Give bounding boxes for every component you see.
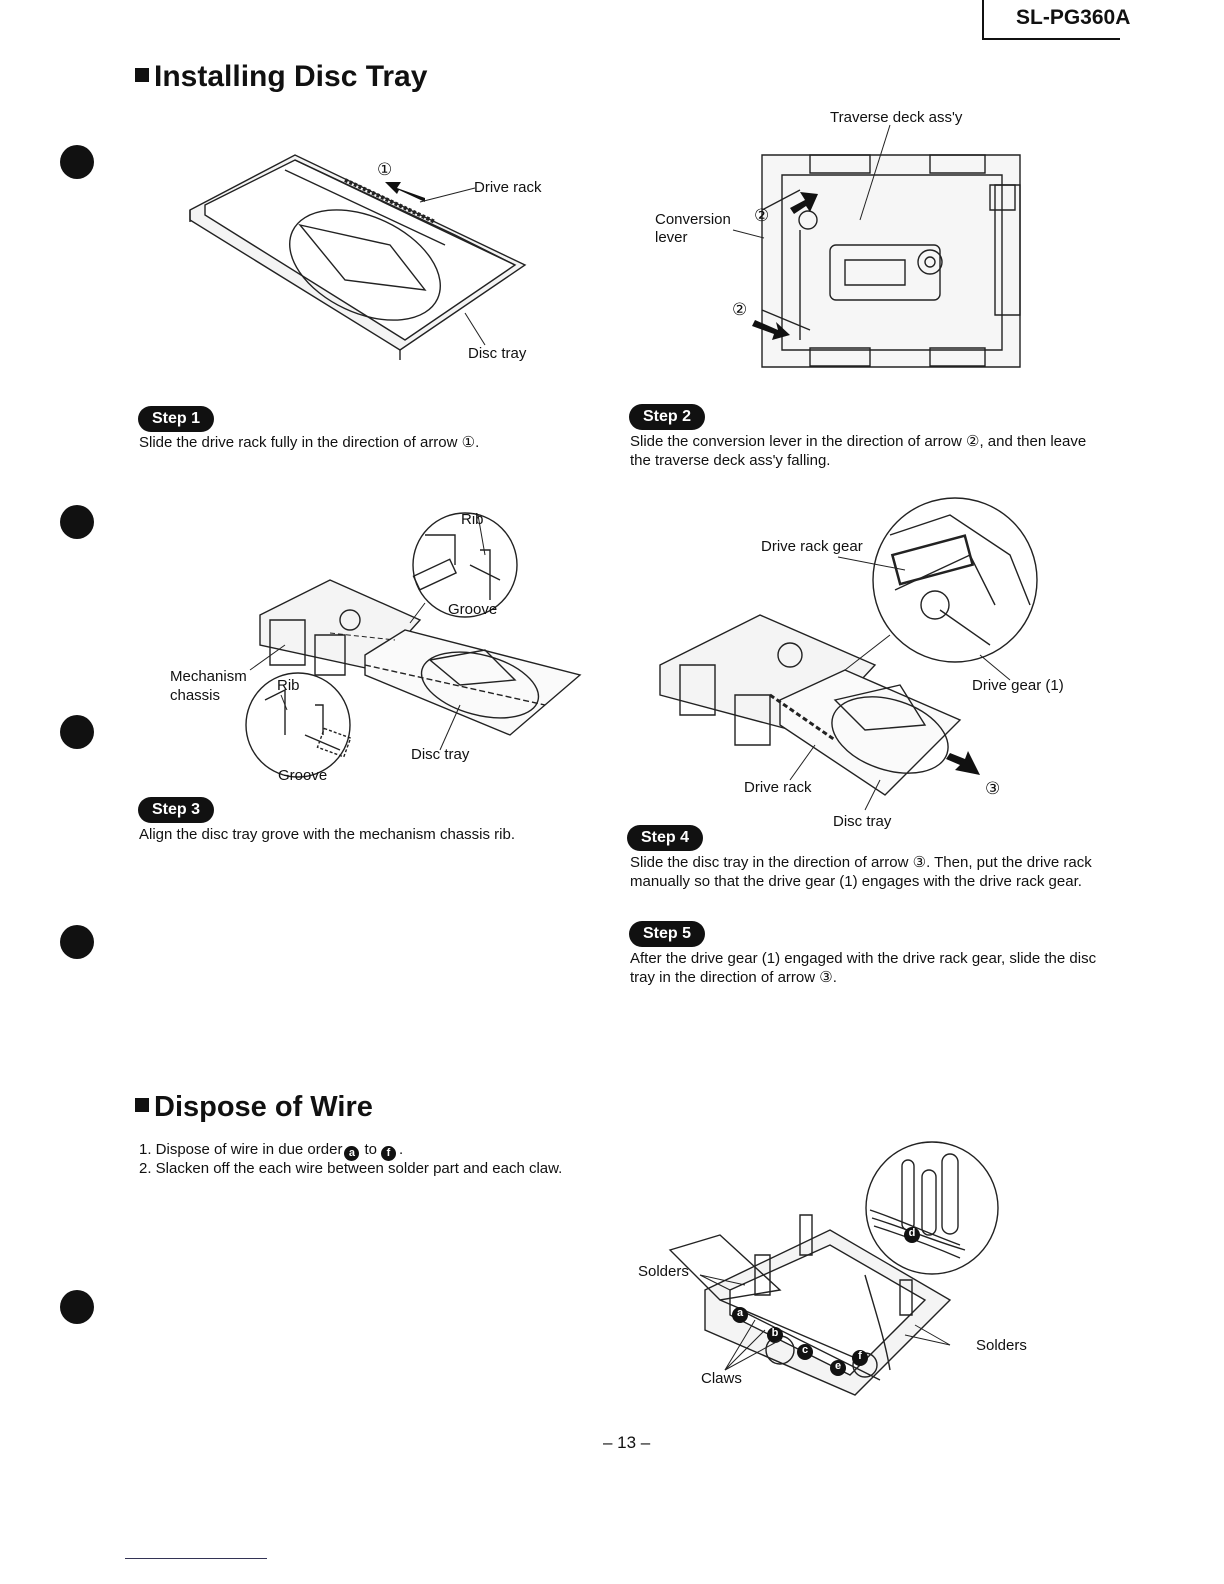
step3-badge: Step 3 — [138, 797, 215, 823]
arrow-2b-icon — [752, 320, 790, 340]
label-conversion: Conversion — [655, 211, 731, 228]
section-title-wire: Dispose of Wire — [135, 1091, 373, 1124]
label-lever: lever — [655, 229, 688, 246]
label-drive-rack-gear: Drive rack gear — [761, 538, 863, 555]
step5-text: After the drive gear (1) engaged with th… — [630, 950, 1097, 986]
wire-item-2: 2. Slacken off the each wire between sol… — [139, 1160, 563, 1177]
figure-wire-disposal — [660, 1140, 1005, 1400]
step4-text: Slide the disc tray in the direction of … — [630, 854, 1092, 890]
marker-2-bottom: ② — [732, 300, 748, 319]
callout-d: d — [908, 1227, 916, 1239]
model-number: SL-PG360A — [1016, 6, 1131, 29]
label-traverse-deck: Traverse deck ass'y — [830, 109, 963, 126]
section-title-install: Installing Disc Tray — [135, 60, 427, 94]
label-drive-gear: Drive gear (1) — [972, 677, 1064, 694]
punch-hole — [60, 715, 94, 749]
step3-text: Align the disc tray grove with the mecha… — [139, 826, 515, 843]
step2-text: Slide the conversion lever in the direct… — [630, 433, 1087, 469]
label-drive-rack: Drive rack — [474, 179, 542, 196]
arrow-3-icon — [946, 751, 980, 775]
callout-e: e — [834, 1360, 842, 1372]
label-solders-right: Solders — [976, 1337, 1027, 1354]
label-groove-bottom: Groove — [278, 767, 328, 784]
label-rib-bottom: Rib — [277, 677, 300, 694]
punch-hole — [60, 505, 94, 539]
label-rib-top: Rib — [461, 511, 484, 528]
bullet-square-icon — [135, 68, 149, 83]
bullet-square-icon — [135, 1098, 149, 1113]
punch-hole — [60, 1290, 94, 1324]
marker-2-top: ② — [754, 206, 770, 225]
letter-f-icon: f — [380, 1146, 396, 1161]
label-groove-top: Groove — [448, 601, 498, 618]
step2-badge: Step 2 — [629, 404, 706, 430]
label-mechanism: Mechanism — [170, 668, 247, 685]
callout-b: b — [771, 1327, 779, 1339]
label-drive-rack-4: Drive rack — [744, 779, 812, 796]
figure-mechanism-chassis — [245, 505, 590, 790]
page-number: – 13 – — [603, 1433, 651, 1452]
letter-a-icon: a — [344, 1146, 360, 1161]
marker-1: ① — [377, 160, 393, 179]
label-claws: Claws — [701, 1370, 742, 1387]
label-chassis: chassis — [170, 687, 221, 704]
figure-disc-tray — [185, 150, 545, 360]
step1-text: Slide the drive rack fully in the direct… — [139, 434, 480, 451]
label-disc-tray-3: Disc tray — [411, 746, 470, 763]
arrow-1-icon — [385, 182, 425, 202]
step4-badge: Step 4 — [627, 825, 704, 851]
footer-rule — [125, 1558, 267, 1559]
marker-3: ③ — [985, 779, 1001, 798]
punch-hole — [60, 145, 94, 179]
label-disc-tray: Disc tray — [468, 345, 527, 362]
label-solders-left: Solders — [638, 1263, 689, 1280]
callout-f: f — [858, 1350, 862, 1362]
callout-a: a — [736, 1307, 744, 1319]
label-disc-tray-4: Disc tray — [833, 813, 892, 830]
figure-traverse-deck — [650, 130, 1090, 375]
punch-hole — [60, 925, 94, 959]
step5-badge: Step 5 — [629, 921, 706, 947]
arrow-2-icon — [790, 192, 818, 214]
figure-drive-gear — [650, 495, 1050, 805]
model-box — [982, 0, 1120, 40]
step1-badge: Step 1 — [138, 406, 215, 432]
callout-c: c — [801, 1344, 809, 1356]
